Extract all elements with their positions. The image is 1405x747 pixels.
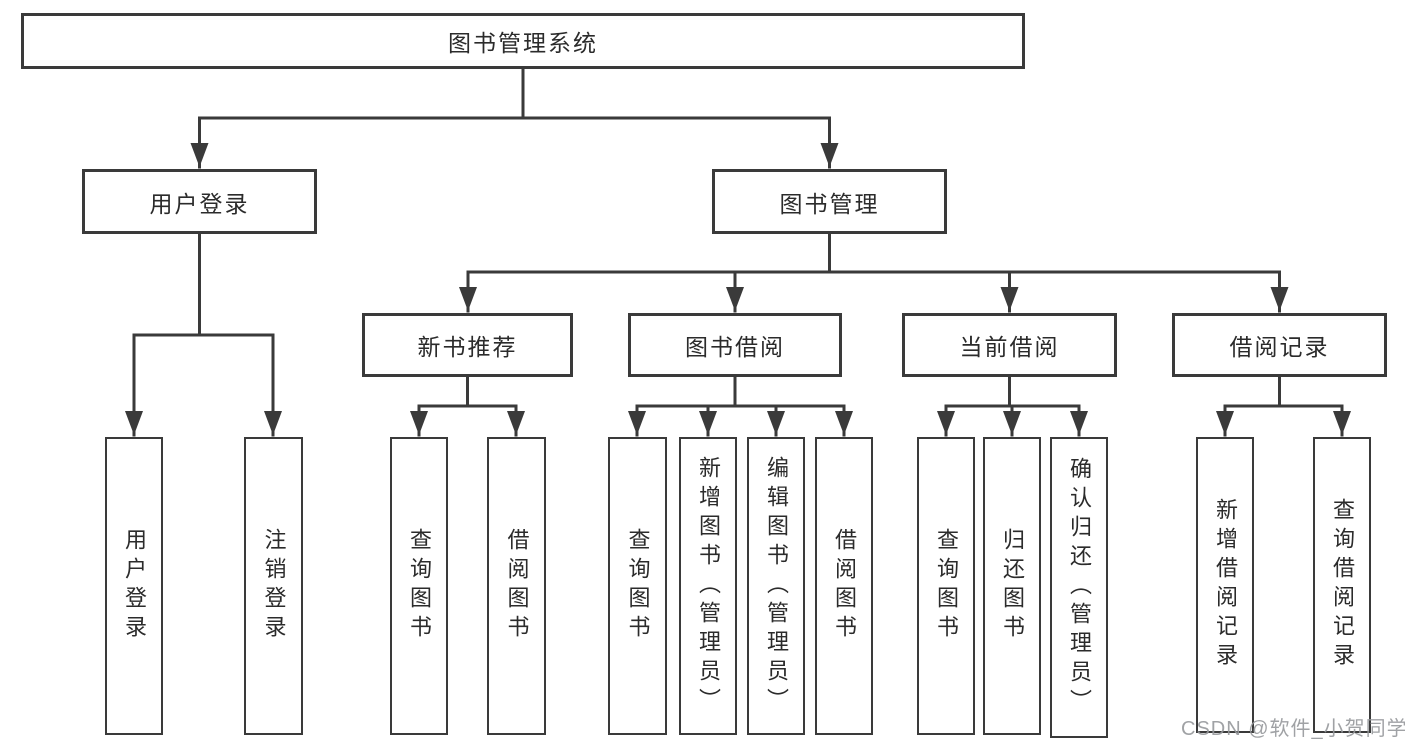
leaf-label: 用户登录 — [122, 528, 147, 644]
leaf-label: 编辑图书（管理员） — [764, 455, 789, 717]
node-label: 图书借阅 — [685, 334, 785, 360]
leaf-label: 查询图书 — [625, 528, 651, 644]
connector-book-management-stem — [466, 232, 1281, 274]
node-borrowing-records: 借阅记录 — [1172, 313, 1387, 377]
connector-user-login-stem — [132, 232, 275, 337]
leaf-label: 注销登录 — [261, 528, 287, 644]
node-label: 新书推荐 — [417, 334, 518, 360]
leaf-add-borrowing-record: 新增借阅记录 — [1196, 437, 1254, 733]
node-library-management-system: 图书管理系统 — [21, 13, 1025, 69]
node-current-borrowing: 当前借阅 — [902, 313, 1117, 377]
leaf-label: 查询图书 — [934, 528, 959, 644]
leaf-add-book-admin: 新增图书（管理员） — [679, 437, 737, 735]
leaf-confirm-return-admin: 确认归还（管理员） — [1050, 437, 1108, 738]
node-label: 借阅记录 — [1229, 334, 1330, 360]
leaf-label: 归还图书 — [1000, 528, 1025, 644]
node-user-login: 用户登录 — [82, 169, 317, 234]
leaf-logout: 注销登录 — [244, 437, 303, 735]
connector-root-stem — [198, 67, 831, 120]
node-new-book-recommendation: 新书推荐 — [362, 313, 573, 377]
csdn-watermark: CSDN @软件_小贺同学 — [1181, 718, 1405, 740]
leaf-query-books-recommend: 查询图书 — [390, 437, 448, 735]
leaf-user-login: 用户登录 — [105, 437, 163, 735]
leaf-edit-book-admin: 编辑图书（管理员） — [747, 437, 805, 735]
leaf-label: 借阅图书 — [504, 528, 530, 644]
node-label: 当前借阅 — [959, 334, 1060, 360]
leaf-query-borrowing-record: 查询借阅记录 — [1313, 437, 1371, 733]
leaf-query-books-borrowing: 查询图书 — [608, 437, 667, 735]
leaf-return-books: 归还图书 — [983, 437, 1041, 735]
leaf-label: 确认归还（管理员） — [1067, 457, 1092, 718]
connector-current-borrow-stem — [944, 375, 1081, 408]
leaf-label: 查询借阅记录 — [1330, 498, 1355, 672]
node-label: 用户登录 — [149, 190, 250, 217]
leaf-borrow-books-recommend: 借阅图书 — [487, 437, 546, 735]
leaf-label: 新增借阅记录 — [1213, 498, 1238, 672]
leaf-label: 借阅图书 — [832, 528, 857, 644]
leaf-label: 查询图书 — [407, 528, 432, 644]
leaf-query-books-current: 查询图书 — [917, 437, 975, 735]
connector-borrow-records-stem — [1223, 375, 1344, 408]
leaf-label: 新增图书（管理员） — [696, 455, 721, 717]
connector-new-book-stem — [417, 375, 518, 408]
node-label: 图书管理系统 — [448, 30, 598, 56]
leaf-borrow-books-borrowing: 借阅图书 — [815, 437, 873, 735]
node-book-management: 图书管理 — [712, 169, 947, 234]
node-book-borrowing: 图书借阅 — [628, 313, 842, 377]
node-label: 图书管理 — [779, 190, 880, 217]
connector-book-borrow-stem — [635, 375, 846, 408]
